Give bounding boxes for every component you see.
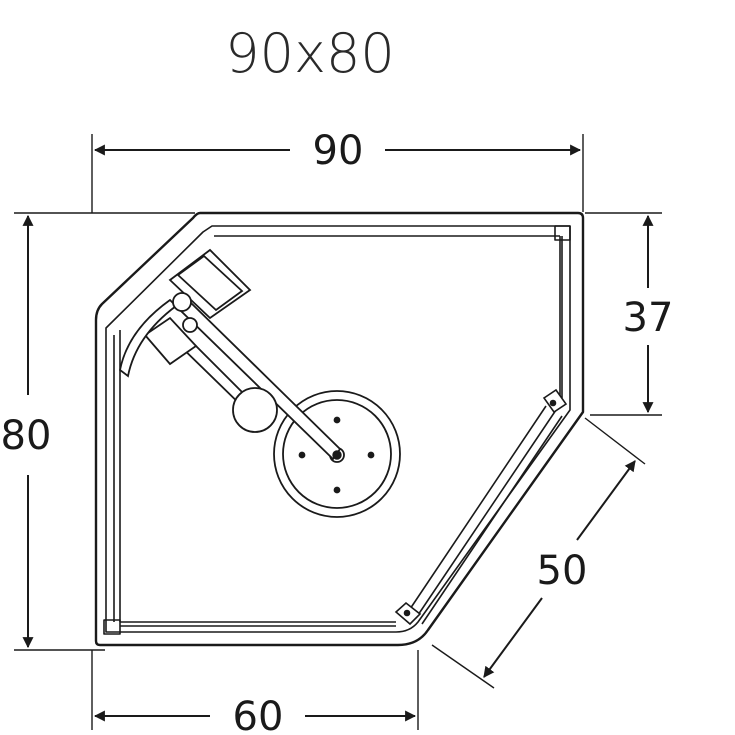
tray-outer-edge	[94, 211, 585, 647]
diagonal-label: 50	[537, 548, 588, 594]
door-hinge-icon	[394, 388, 568, 626]
dimension-lines	[22, 144, 654, 722]
shower-arm	[170, 298, 342, 461]
shower-tray-outline	[94, 211, 585, 647]
shower-head-icon	[273, 390, 401, 518]
right-side-label: 37	[623, 295, 674, 341]
bottom-width-label: 60	[233, 694, 284, 735]
tray-inner-edge	[105, 225, 571, 633]
dim-line-diagonal-bottom	[483, 597, 543, 678]
height-label: 80	[1, 413, 52, 459]
shower-mixer-icon	[119, 248, 252, 378]
dim-line-diagonal-top	[576, 460, 636, 541]
extension-lines	[14, 134, 662, 730]
width-label: 90	[313, 128, 364, 174]
size-title: 90x80	[225, 22, 394, 85]
drain-icon	[332, 450, 342, 460]
